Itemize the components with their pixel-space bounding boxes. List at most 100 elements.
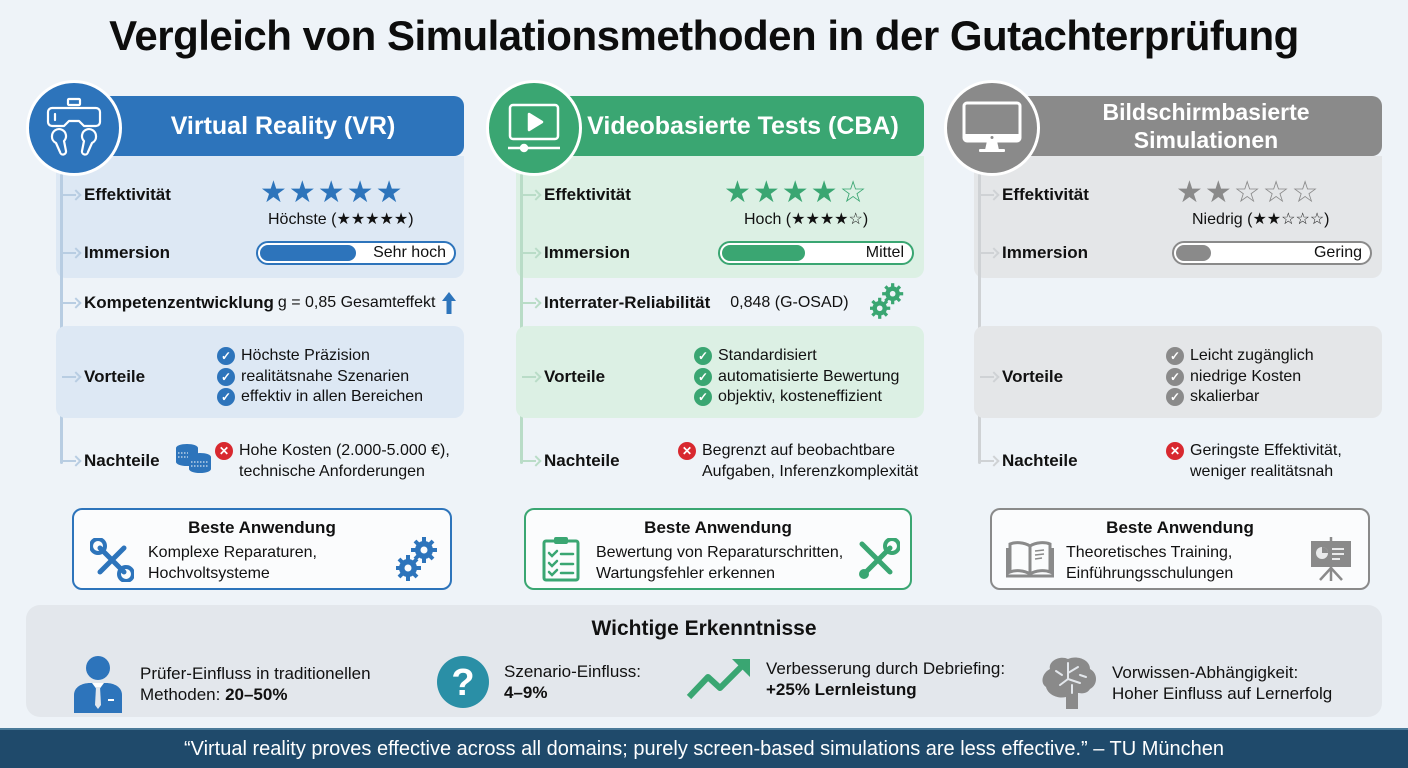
best-use-title: Beste Anwendung	[188, 518, 336, 537]
clipboard-checklist-icon	[542, 537, 580, 582]
cba-metric-row: Interrater-Reliabilität 0,848 (G-OSAD)	[522, 288, 849, 318]
insight-prior-knowledge: Vorwissen-Abhängigkeit: Hoher Einfluss a…	[1040, 655, 1332, 711]
examiner-person-icon	[74, 656, 122, 713]
cba-immersion-bar: Mittel	[718, 241, 914, 265]
vr-star-rating: ★★★★★	[260, 176, 405, 209]
branch-arrow-icon	[62, 296, 82, 310]
best-use-title: Beste Anwendung	[644, 518, 792, 537]
vr-immersion-bar: Sehr hoch	[256, 241, 456, 265]
footer-quote: “Virtual reality proves effective across…	[0, 728, 1408, 768]
pro-item: ✓Leicht zugänglich	[1166, 346, 1314, 367]
check-icon: ✓	[1166, 347, 1184, 366]
cons-label: Nachteile	[84, 451, 160, 470]
branch-arrow-icon	[980, 454, 1000, 468]
insights-title: Wichtige Erkenntnisse	[591, 617, 817, 640]
cons-label: Nachteile	[1002, 451, 1078, 470]
pro-item: ✓realitätsnahe Szenarien	[217, 367, 423, 388]
branch-arrow-icon	[62, 246, 82, 260]
branch-arrow-icon	[980, 188, 1000, 202]
best-use-title: Beste Anwendung	[1106, 518, 1254, 537]
pro-item: ✓Höchste Präzision	[217, 346, 423, 367]
wrench-screwdriver-icon	[90, 538, 134, 582]
check-icon: ✓	[694, 367, 712, 386]
branch-arrow-icon	[522, 246, 542, 260]
vr-tree-line	[60, 174, 63, 464]
vr-pros-row: Vorteile	[62, 362, 145, 392]
branch-arrow-icon	[980, 370, 1000, 384]
screen-rating-text: Niedrig (★★☆☆☆)	[1192, 211, 1330, 228]
insights-panel: Wichtige Erkenntnisse Prüfer-Einfluss in…	[26, 605, 1382, 717]
column-screen: Bildschirmbasierte Simulationen Effektiv…	[940, 78, 1390, 598]
immersion-label: Immersion	[84, 243, 170, 262]
check-icon: ✓	[694, 347, 712, 366]
branch-arrow-icon	[62, 454, 82, 468]
immersion-fill	[722, 245, 805, 261]
coins-icon	[176, 444, 211, 473]
immersion-fill	[260, 245, 356, 261]
cba-header: Videobasierte Tests (CBA)	[522, 96, 924, 156]
check-icon: ✓	[1166, 367, 1184, 386]
check-icon: ✓	[217, 388, 235, 407]
screen-cons-row: Nachteile	[980, 446, 1078, 476]
immersion-label: Immersion	[1002, 243, 1088, 262]
pro-item: ✓effektiv in allen Bereichen	[217, 387, 423, 408]
metric-label: Kompetenzentwicklung	[84, 293, 274, 312]
cba-star-rating: ★★★★☆	[724, 176, 869, 209]
check-icon: ✓	[217, 347, 235, 366]
pro-item: ✓niedrige Kosten	[1166, 367, 1314, 388]
pro-item: ✓Standardisiert	[694, 346, 899, 367]
cba-pros-row: Vorteile	[522, 362, 605, 392]
screen-header: Bildschirmbasierte Simulationen	[980, 96, 1382, 156]
insight-scenario-influence: ? Szenario-Einfluss: 4–9%	[436, 655, 641, 709]
screen-star-rating: ★★☆☆☆	[1176, 176, 1321, 209]
metric-label: Interrater-Reliabilität	[544, 293, 711, 312]
page-title: Vergleich von Simulationsmethoden in der…	[109, 12, 1299, 59]
immersion-value: Sehr hoch	[373, 244, 446, 261]
branch-arrow-icon	[522, 370, 542, 384]
screen-cons-list: ✕ Geringste Effektivität,weniger realitä…	[1166, 440, 1342, 482]
pro-item: ✓skalierbar	[1166, 387, 1314, 408]
vr-effectiveness-row: Effektivität	[62, 180, 171, 210]
vr-cons-list: ✕ Hohe Kosten (2.000-5.000 €),technische…	[215, 440, 450, 482]
vr-headset-icon	[26, 80, 122, 176]
gears-icon	[396, 537, 437, 581]
immersion-value: Mittel	[865, 244, 904, 261]
pro-item: ✓automatisierte Bewertung	[694, 367, 899, 388]
question-icon: ?	[437, 656, 489, 708]
vr-rating-text: Höchste (★★★★★)	[268, 211, 414, 228]
wrench-screwdriver-icon	[859, 538, 900, 579]
column-vr: Virtual Reality (VR) Effektivität ★★★★★ …	[22, 78, 472, 598]
screen-effectiveness-row: Effektivität	[980, 180, 1089, 210]
screen-best-use-box: Beste Anwendung Theoretisches Training,E…	[990, 508, 1370, 590]
gears-icon	[870, 283, 904, 319]
best-use-text: Theoretisches Training,Einführungsschulu…	[1066, 544, 1234, 582]
x-icon: ✕	[215, 442, 233, 460]
pros-label: Vorteile	[84, 367, 146, 386]
pros-label: Vorteile	[1002, 367, 1064, 386]
branch-arrow-icon	[522, 454, 542, 468]
screen-immersion-bar: Gering	[1172, 241, 1372, 265]
cba-effectiveness-row: Effektivität	[522, 180, 631, 210]
cba-pros-panel	[516, 326, 924, 418]
cba-immersion-row: Immersion	[522, 238, 630, 268]
cons-label: Nachteile	[544, 451, 620, 470]
insight-examiner-influence: Prüfer-Einfluss in traditionellen Method…	[70, 655, 371, 713]
check-icon: ✓	[1166, 388, 1184, 407]
brain-icon	[1042, 657, 1096, 709]
arrow-up-icon	[442, 292, 457, 314]
branch-arrow-icon	[980, 246, 1000, 260]
branch-arrow-icon	[62, 188, 82, 202]
cba-best-use-box: Beste Anwendung Bewertung von Reparaturs…	[524, 508, 912, 590]
cba-cons-row: Nachteile	[522, 446, 620, 476]
insight-debriefing: Verbesserung durch Debriefing: +25% Lern…	[686, 655, 1005, 703]
column-cba: Videobasierte Tests (CBA) Effektivität ★…	[482, 78, 932, 598]
pros-label: Vorteile	[544, 367, 606, 386]
check-icon: ✓	[694, 388, 712, 407]
open-book-icon	[1006, 541, 1054, 578]
branch-arrow-icon	[522, 296, 542, 310]
x-icon: ✕	[1166, 442, 1184, 460]
vr-best-use-box: Beste Anwendung Komplexe Reparaturen,Hoc…	[72, 508, 452, 590]
check-icon: ✓	[217, 367, 235, 386]
metric-value: 0,848 (G-OSAD)	[730, 294, 849, 311]
